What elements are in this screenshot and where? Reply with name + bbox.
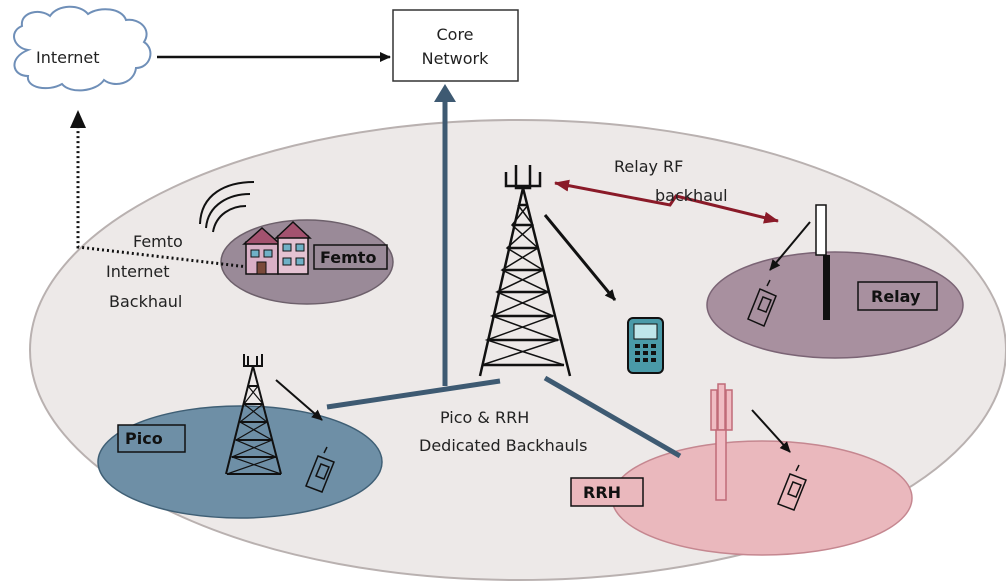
femto-backhaul-label-line2: Internet — [106, 262, 170, 281]
relay-cell-area — [706, 251, 964, 359]
relay-to-phone-arrow — [769, 221, 811, 271]
relay-phone-icon — [747, 279, 777, 327]
rrh-backhaul-line — [543, 375, 682, 459]
internet-cloud — [13, 5, 152, 92]
relay-rf-label-line1: Relay RF — [614, 157, 683, 176]
rrh-cell-area — [611, 440, 913, 556]
relay-antenna-icon — [815, 204, 830, 320]
rrh-to-phone-arrow — [751, 409, 791, 453]
mobile-phone-icon — [627, 317, 664, 374]
femto-house-icon — [242, 220, 312, 275]
rrh-label-box — [570, 477, 644, 507]
relay-rf-label-line2: backhaul — [655, 186, 728, 205]
core-network-box — [392, 9, 519, 82]
pico-rrh-label-line1: Pico & RRH — [440, 408, 529, 427]
femto-backhaul-label-line3: Backhaul — [109, 292, 182, 311]
pico-label: Pico — [125, 429, 163, 448]
macro-tower-icon — [478, 165, 572, 377]
pico-backhaul-line — [326, 378, 501, 410]
pico-to-phone-arrow — [275, 379, 323, 421]
rrh-antenna-icon — [710, 383, 733, 501]
femto-backhaul-label-line1: Femto — [133, 232, 183, 251]
relay-rf-backhaul-arrow — [554, 179, 779, 224]
internet-label: Internet — [36, 48, 100, 67]
relay-label-box — [857, 281, 938, 311]
femto-label-box — [313, 244, 388, 270]
relay-label: Relay — [871, 287, 921, 306]
femto-backhaul-arrowhead — [70, 110, 86, 128]
femto-signal-icon — [199, 181, 255, 233]
pico-phone-icon — [305, 446, 335, 493]
pico-rrh-label-line2: Dedicated Backhauls — [419, 436, 587, 455]
femto-label: Femto — [320, 248, 376, 267]
rrh-label: RRH — [583, 483, 621, 502]
rrh-phone-icon — [777, 464, 807, 511]
pico-label-box — [117, 424, 186, 453]
core-network-label-line2: Network — [422, 49, 490, 68]
pico-tower-icon — [225, 354, 282, 475]
macro-to-phone-arrow — [543, 214, 617, 301]
core-backhaul-arrowhead — [434, 84, 456, 102]
core-network-label-line1: Core — [436, 25, 473, 44]
femto-internet-backhaul-line — [76, 124, 249, 269]
